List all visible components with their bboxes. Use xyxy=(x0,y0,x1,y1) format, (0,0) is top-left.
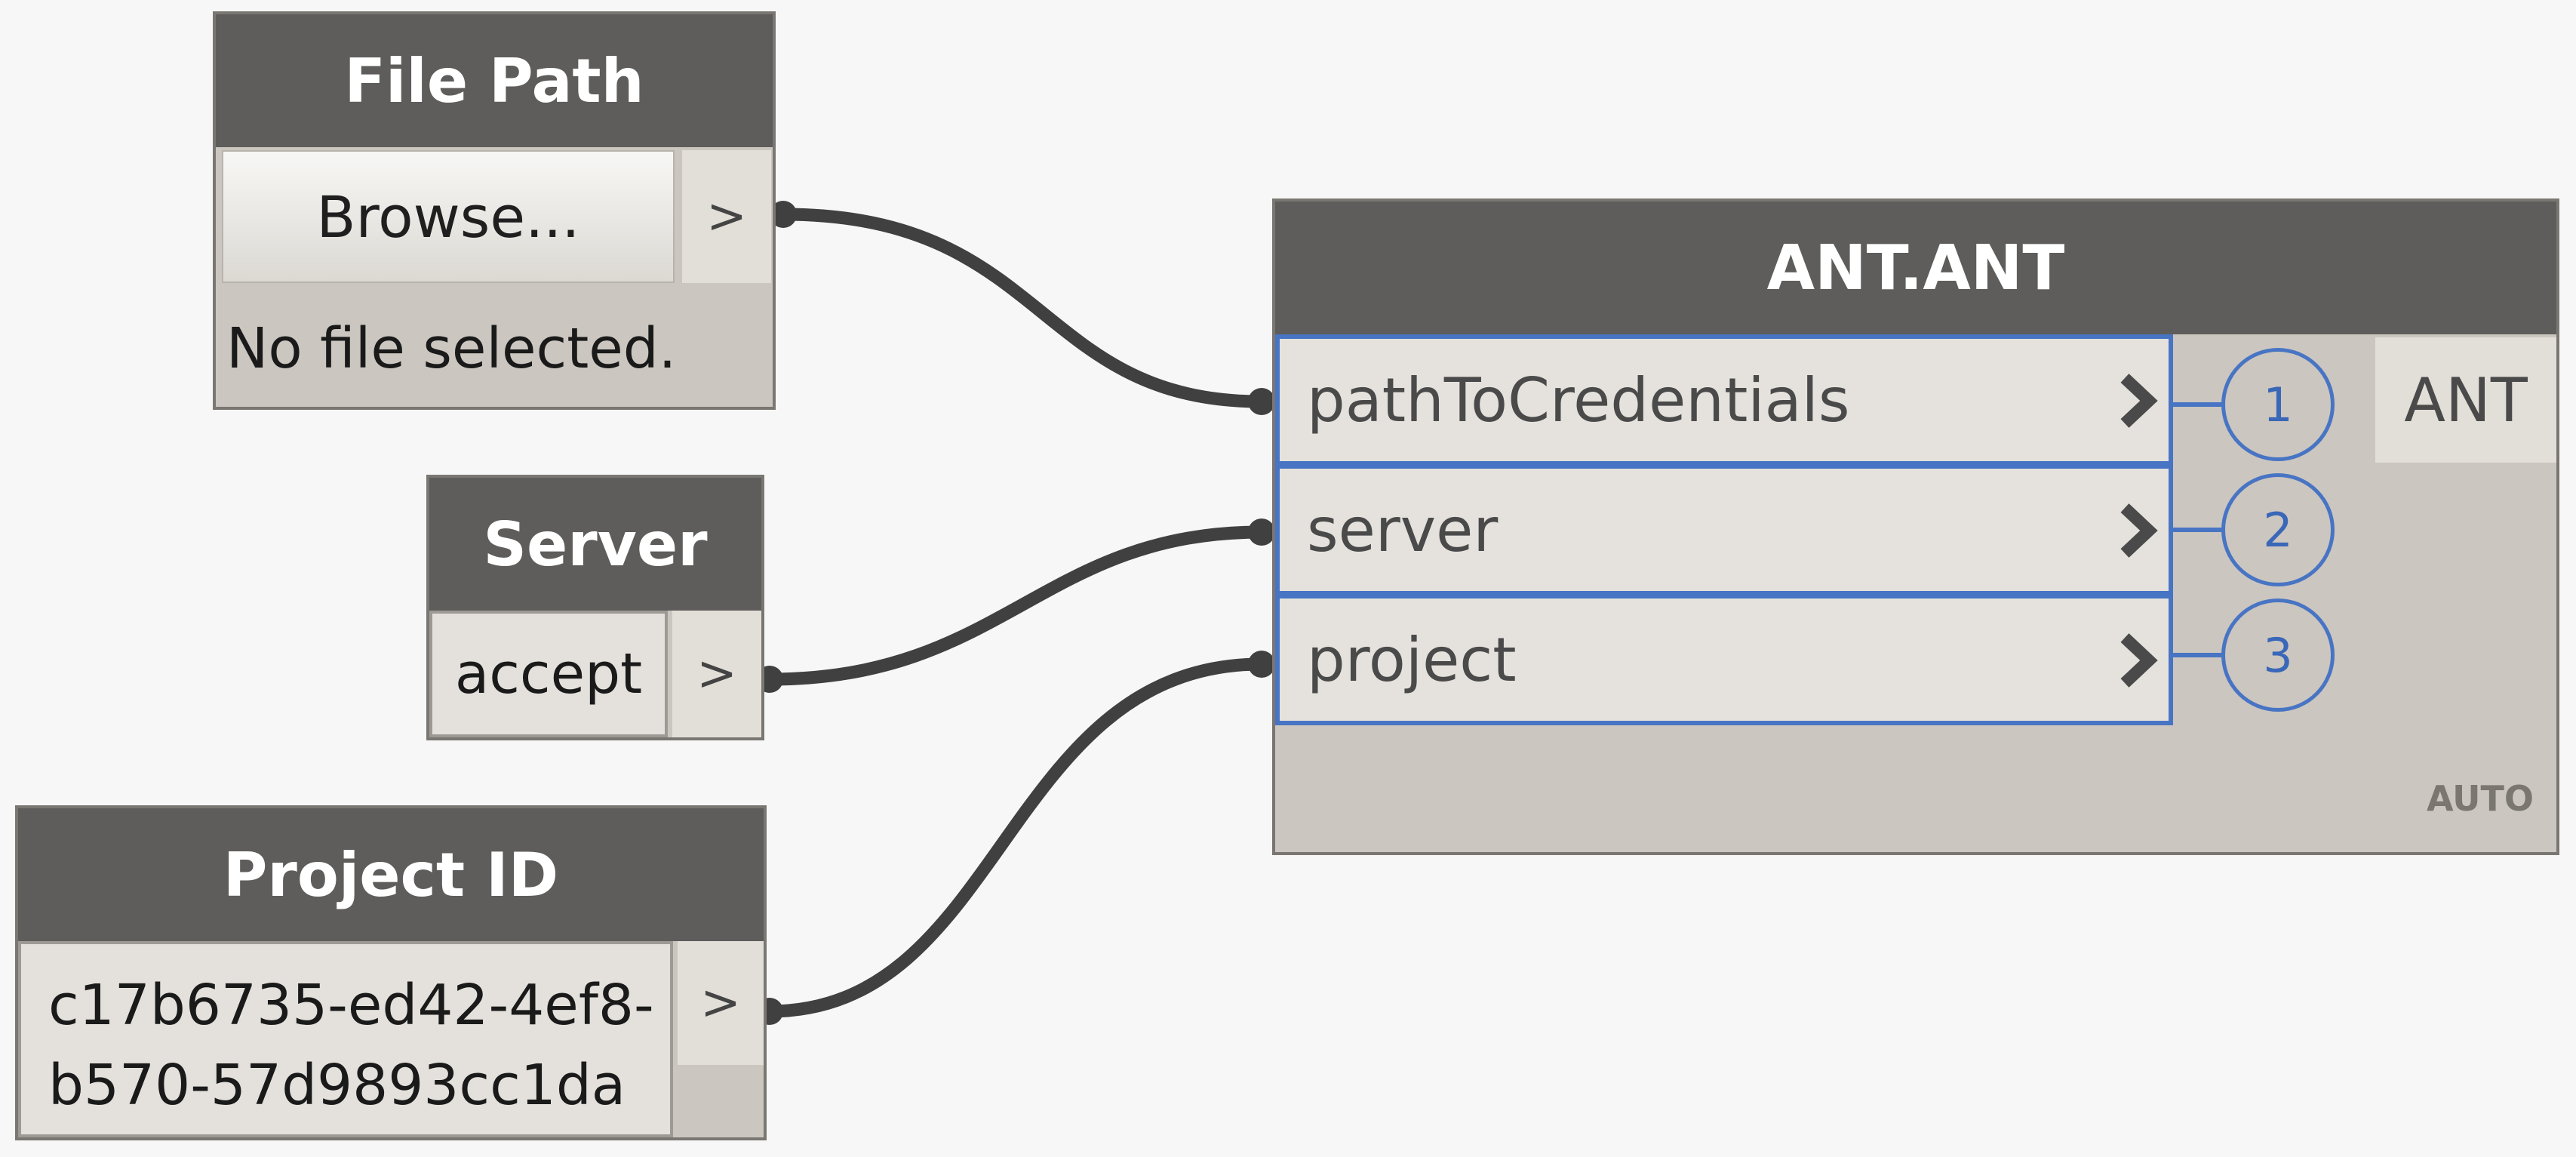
port-index-connector xyxy=(2173,528,2224,532)
port-label: pathToCredentials xyxy=(1307,365,1850,435)
port-index-badge: 3 xyxy=(2221,599,2335,712)
port-index-badge: 2 xyxy=(2221,473,2335,586)
server-input-field[interactable]: accept xyxy=(429,611,668,737)
chevron-right-icon xyxy=(2120,503,2158,558)
input-port-server[interactable]: server xyxy=(1275,464,2173,595)
chevron-right-icon: > xyxy=(706,189,747,245)
node-title: Server xyxy=(429,478,761,611)
port-index-connector xyxy=(2173,653,2224,657)
node-title: Project ID xyxy=(18,808,764,941)
port-index-badge: 1 xyxy=(2221,348,2335,461)
chevron-right-icon xyxy=(2120,374,2158,428)
node-title: ANT.ANT xyxy=(1275,202,2556,334)
expand-arrow-button[interactable]: > xyxy=(679,150,771,283)
browse-button[interactable]: Browse... xyxy=(222,150,675,283)
project-id-value-line-1: c17b6735-ed42-4ef8- xyxy=(48,973,654,1038)
project-id-node[interactable]: Project ID c17b6735-ed42-4ef8- b570-57d9… xyxy=(15,805,767,1140)
project-id-value-line-2: b570-57d9893cc1da xyxy=(48,1053,626,1118)
project-id-input-field[interactable]: c17b6735-ed42-4ef8- b570-57d9893cc1da xyxy=(18,941,673,1137)
input-port-dot-server xyxy=(1248,518,1275,546)
output-port-label: ANT xyxy=(2404,365,2528,435)
expand-arrow-button[interactable]: > xyxy=(669,611,761,737)
lacing-indicator: AUTO xyxy=(2426,778,2534,819)
browse-button-label: Browse... xyxy=(316,183,580,251)
port-label: server xyxy=(1307,494,1499,565)
wire-projectid-to-project xyxy=(763,657,1268,1018)
wire-server-to-server xyxy=(763,525,1268,686)
output-port-dot-filepath xyxy=(770,201,797,228)
input-port-dot-credentials xyxy=(1248,388,1275,415)
node-title: File Path xyxy=(216,14,773,147)
port-index-connector xyxy=(2173,402,2224,407)
chevron-right-icon: > xyxy=(696,646,737,702)
expand-arrow-button[interactable]: > xyxy=(675,941,764,1065)
output-port-ant[interactable]: ANT xyxy=(2375,337,2556,463)
server-value: accept xyxy=(454,642,643,706)
input-port-pathtocredentials[interactable]: pathToCredentials xyxy=(1275,334,2173,466)
server-node[interactable]: Server accept > xyxy=(426,475,764,740)
file-path-node[interactable]: File Path Browse... > No file selected. xyxy=(213,11,776,410)
port-label: project xyxy=(1307,624,1517,695)
chevron-right-icon xyxy=(2120,633,2158,688)
wire-filepath-to-credentials xyxy=(776,208,1268,408)
input-port-dot-project xyxy=(1248,651,1275,678)
file-status-text: No file selected. xyxy=(226,316,677,381)
ant-node[interactable]: ANT.ANT pathToCredentials server project… xyxy=(1272,198,2559,855)
chevron-right-icon: > xyxy=(700,975,741,1031)
input-port-project[interactable]: project xyxy=(1275,594,2173,725)
